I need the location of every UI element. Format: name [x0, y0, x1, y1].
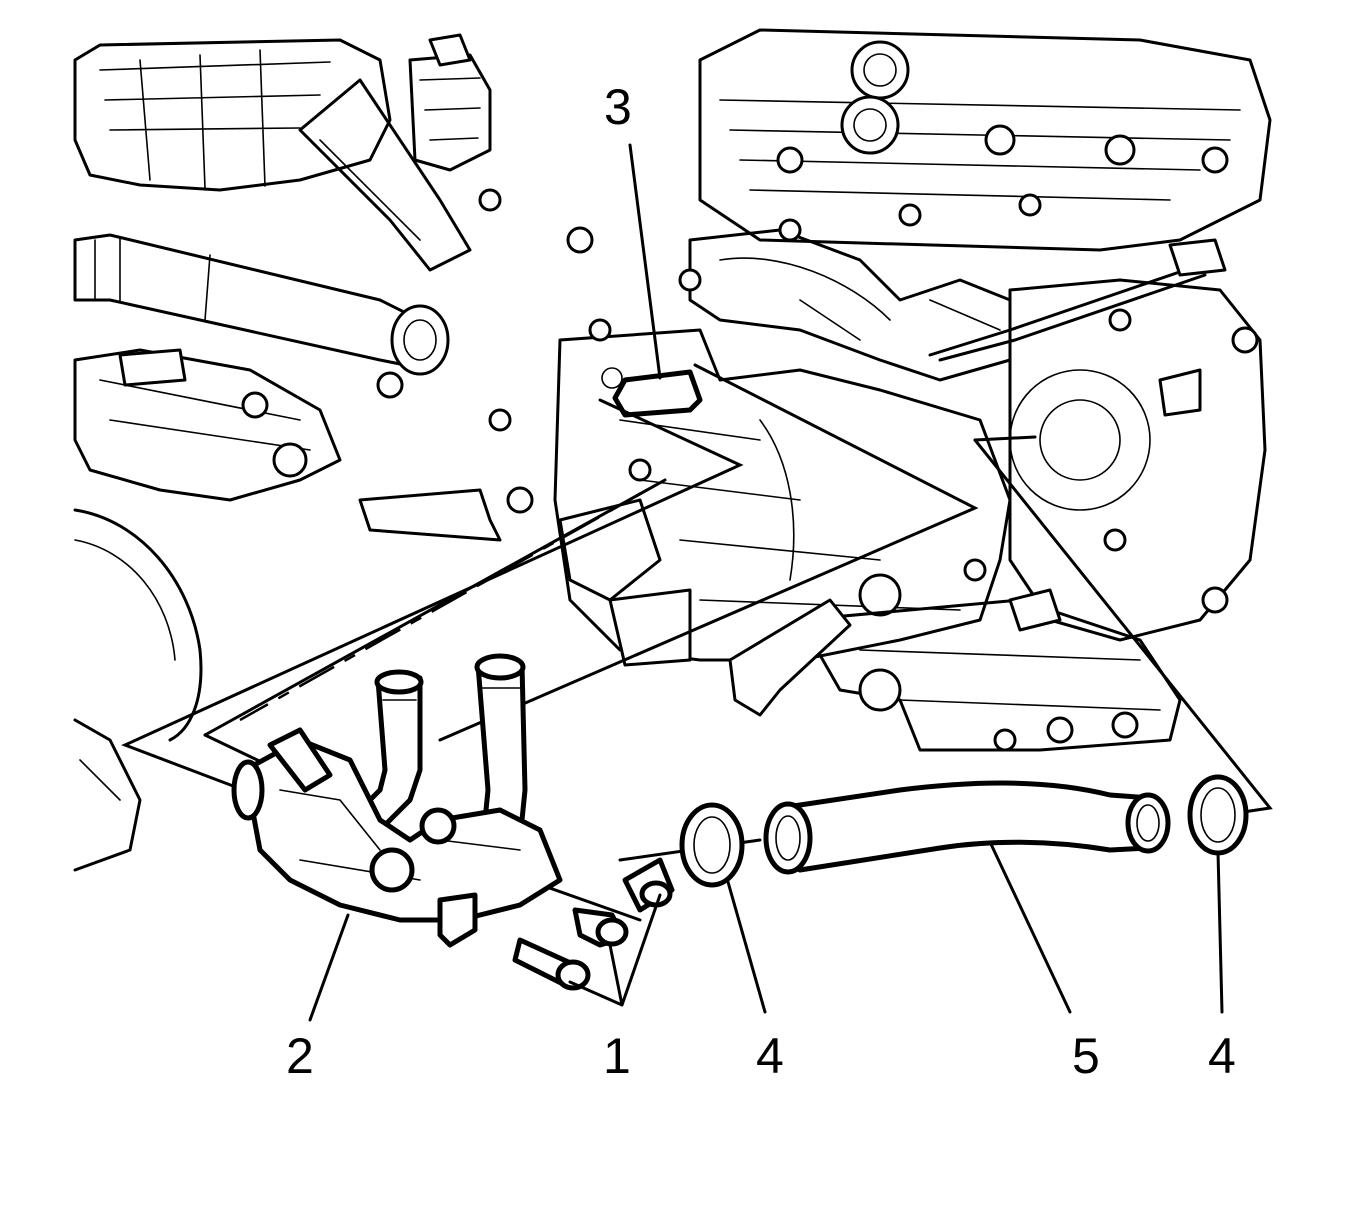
coolant-outlet-port — [612, 369, 703, 418]
leader-2 — [308, 913, 350, 1022]
leader-3 — [628, 143, 662, 380]
coolant-pipe — [763, 780, 1171, 875]
callout-leaders — [308, 143, 1224, 1022]
callout-4b: 4 — [1208, 1028, 1236, 1084]
bolts — [512, 857, 675, 991]
seal-right — [1187, 774, 1249, 856]
bolt-2 — [572, 907, 629, 948]
leader-1 — [568, 893, 662, 1007]
coolant-pipe-assembly — [231, 653, 563, 948]
callout-5: 5 — [1072, 1028, 1100, 1084]
engine-assembly — [73, 28, 1272, 872]
callout-3: 3 — [604, 79, 632, 135]
callout-1: 1 — [603, 1028, 631, 1084]
leader-4b — [1216, 850, 1224, 1014]
callout-2: 2 — [286, 1028, 314, 1084]
bolt-3 — [512, 937, 591, 991]
injector-connectors — [776, 40, 1229, 174]
callout-4a: 4 — [756, 1028, 784, 1084]
leader-5 — [988, 840, 1072, 1014]
leader-4a — [726, 880, 767, 1014]
seal-left — [679, 802, 745, 888]
bolt-1 — [622, 857, 675, 913]
